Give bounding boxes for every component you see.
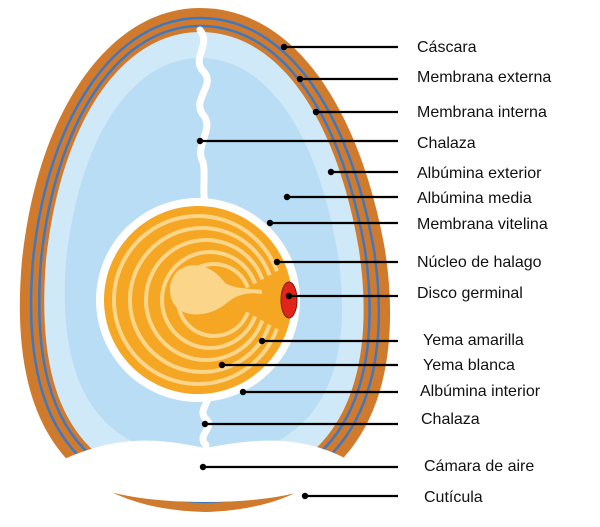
leader-dot: [218, 361, 226, 369]
callout-albumina-interior: Albúmina interior: [239, 383, 541, 400]
leader-dot: [201, 420, 209, 428]
callout-disco-germinal: Disco germinal: [285, 285, 523, 302]
label-chalaza-top: Chalaza: [417, 135, 476, 152]
leader-dot: [258, 337, 266, 345]
yolk-ring: [112, 214, 279, 386]
leader-dot: [283, 193, 291, 201]
callout-cuticula: Cutícula: [301, 489, 483, 506]
egg-illustration: [19, 8, 391, 512]
callout-albumina-media: Albúmina media: [283, 190, 532, 207]
air-cell: [58, 440, 352, 502]
label-disco-germinal: Disco germinal: [417, 285, 523, 302]
leader-dot: [301, 492, 309, 500]
yolk-ring: [128, 226, 272, 374]
yolk-core: [170, 265, 262, 315]
callout-camara-aire: Cámara de aire: [199, 458, 534, 475]
label-cuticula: Cutícula: [424, 489, 483, 506]
label-camara-aire: Cámara de aire: [424, 458, 534, 475]
callout-membrana-vitelina: Membrana vitelina: [266, 216, 548, 233]
leader-dot: [312, 108, 320, 116]
label-albumina-exterior: Albúmina exterior: [417, 165, 542, 182]
chalaza-top-cord: [195, 26, 211, 209]
leader-dot: [196, 137, 204, 145]
label-yema-amarilla: Yema amarilla: [423, 332, 524, 349]
yolk-ring: [144, 238, 265, 362]
label-membrana-externa: Membrana externa: [417, 69, 551, 86]
leader-dot: [239, 388, 247, 396]
leader-dot: [327, 168, 335, 176]
callout-cascara: Cáscara: [280, 39, 477, 56]
label-nucleo-halago: Núcleo de halago: [417, 254, 542, 271]
callout-nucleo-halago: Núcleo de halago: [273, 254, 542, 271]
label-albumina-media: Albúmina media: [417, 190, 532, 207]
callout-yema-blanca: Yema blanca: [218, 357, 515, 374]
callout-membrana-interna: Membrana interna: [312, 104, 547, 121]
leader-dot: [280, 43, 288, 51]
label-cascara: Cáscara: [417, 39, 477, 56]
germinal-disc: [280, 281, 298, 319]
label-albumina-interior: Albúmina interior: [420, 383, 541, 400]
label-membrana-vitelina: Membrana vitelina: [417, 216, 548, 233]
label-chalaza-bottom: Chalaza: [421, 411, 480, 428]
callout-chalaza-top: Chalaza: [196, 135, 476, 152]
callout-yema-amarilla: Yema amarilla: [258, 332, 524, 349]
leader-dot: [296, 75, 304, 83]
leader-dot: [273, 258, 281, 266]
callout-albumina-exterior: Albúmina exterior: [327, 165, 542, 182]
leader-dot: [266, 219, 274, 227]
callout-membrana-externa: Membrana externa: [296, 69, 551, 86]
yolk-layer-rings: [112, 214, 279, 386]
yolk-ring: [160, 250, 257, 350]
callout-chalaza-bottom: Chalaza: [201, 411, 480, 428]
leader-dot: [199, 463, 207, 471]
label-yema-blanca: Yema blanca: [423, 357, 515, 374]
leader-dot: [285, 292, 293, 300]
label-membrana-interna: Membrana interna: [417, 104, 547, 121]
